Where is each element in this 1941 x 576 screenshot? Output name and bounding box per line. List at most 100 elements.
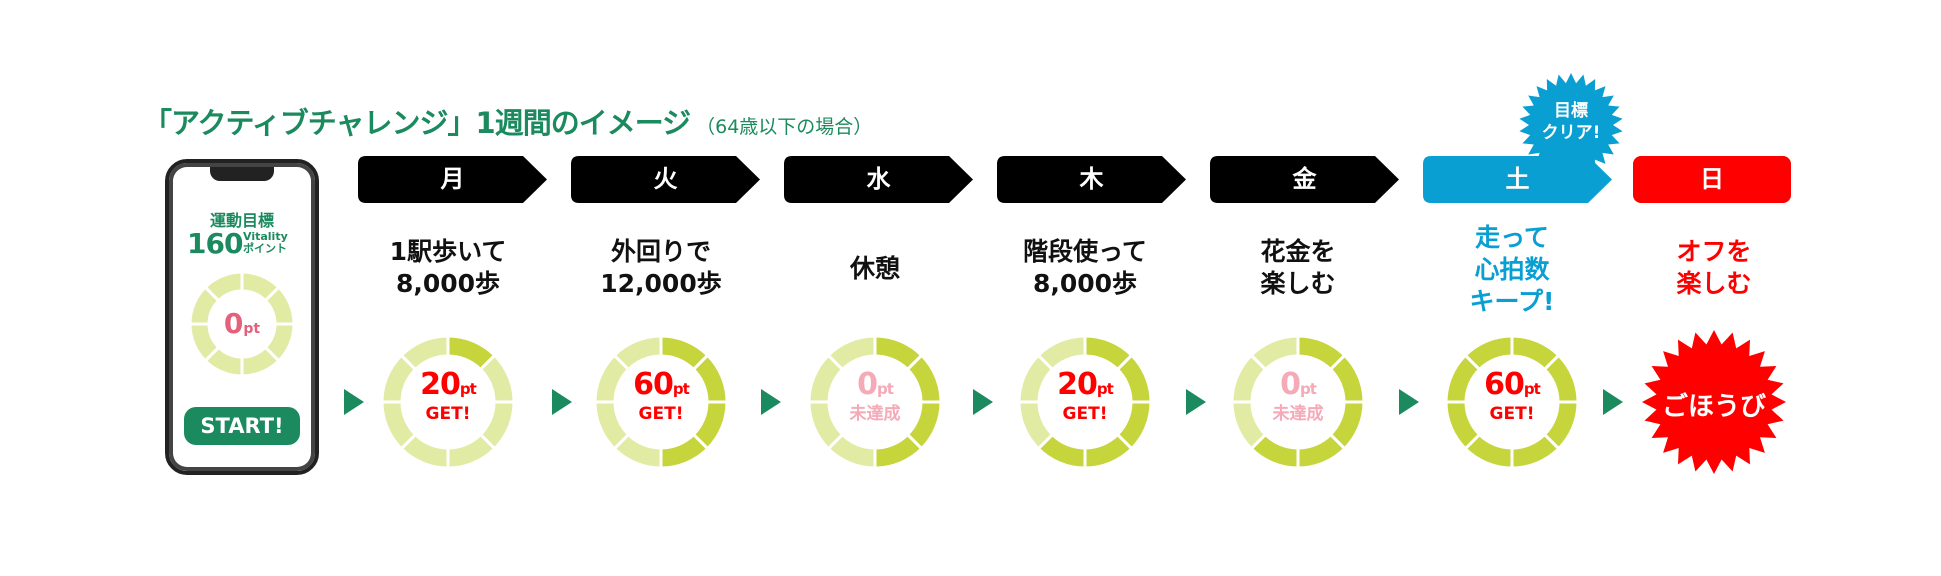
ring-segment-empty xyxy=(446,432,497,470)
ring-segment-empty xyxy=(1036,334,1087,372)
activity-line: 走って xyxy=(1475,223,1549,252)
day-header-1: 火 xyxy=(571,156,760,203)
flow-arrow-icon xyxy=(1399,389,1419,415)
phone-points-unit: pt xyxy=(243,321,261,337)
points-status: GET! xyxy=(638,404,684,424)
day-progress-ring xyxy=(593,334,729,470)
badge-line1: 目標 xyxy=(1554,101,1588,121)
day-header-2: 水 xyxy=(784,156,973,203)
day-header-shape xyxy=(358,156,547,203)
day-label: 木 xyxy=(1079,165,1104,193)
points-unit: pt xyxy=(1523,380,1541,398)
activity-line: 心拍数 xyxy=(1474,255,1550,284)
day-progress-ring xyxy=(380,334,516,470)
ring-segment-empty xyxy=(399,334,450,372)
points-unit: pt xyxy=(876,380,894,398)
badge-line2: クリア! xyxy=(1541,123,1601,143)
day-label: 土 xyxy=(1505,165,1530,193)
ring-segment-filled xyxy=(873,432,924,470)
ring-segment-filled xyxy=(659,432,710,470)
points-unit: pt xyxy=(672,380,690,398)
reward-label: ごほうび xyxy=(1661,392,1766,422)
goal-value: 160 xyxy=(187,227,243,260)
day-label: 月 xyxy=(440,165,465,193)
day-activity: 外回りで 12,000歩 xyxy=(566,236,756,300)
points-unit: pt xyxy=(459,380,477,398)
day-points: 0pt 未達成 xyxy=(1228,367,1368,425)
activity-line: 楽しむ xyxy=(1260,269,1336,298)
activity-line: 12,000歩 xyxy=(600,269,722,298)
activity-line: オフを xyxy=(1676,237,1752,266)
day-progress-ring xyxy=(1230,334,1366,470)
ring-segment-empty xyxy=(1249,334,1300,372)
goal-clear-badge xyxy=(1519,73,1623,177)
goal-unit-points: ポイント xyxy=(243,242,287,255)
start-button[interactable]: START! xyxy=(184,407,300,445)
activity-line: 8,000歩 xyxy=(395,269,501,298)
phone-points: 0pt xyxy=(187,307,297,340)
day-activity: 花金を楽しむ xyxy=(1203,236,1393,300)
points-unit: pt xyxy=(1299,380,1317,398)
goal-clear-text: 目標クリア! xyxy=(1518,100,1624,144)
title-note: （64歳以下の場合） xyxy=(696,116,873,138)
title-main: 「アクティブチャレンジ」1週間のイメージ xyxy=(143,106,691,140)
ring-segment-empty xyxy=(203,270,244,303)
points-status: GET! xyxy=(1489,404,1535,424)
reward-starburst-shape xyxy=(1642,330,1786,474)
activity-line: 花金を xyxy=(1260,237,1336,266)
flow-arrow-icon xyxy=(552,389,572,415)
day-label: 水 xyxy=(866,165,891,193)
points-status: 未達成 xyxy=(1272,404,1324,424)
activity-line: 外回りで xyxy=(610,237,711,266)
points-value: 60 xyxy=(633,367,674,402)
points-value: 60 xyxy=(1484,367,1525,402)
points-status: 未達成 xyxy=(849,404,901,424)
day-activity: 1駅歩いて 8,000歩 xyxy=(353,236,543,300)
day-activity: オフを楽しむ xyxy=(1619,236,1809,300)
flow-arrow-icon xyxy=(1186,389,1206,415)
day-progress-ring xyxy=(1444,334,1580,470)
reward-starburst xyxy=(1642,330,1786,474)
flow-arrow-icon xyxy=(761,389,781,415)
activity-line: 1駅歩いて xyxy=(389,237,507,266)
phone-progress-ring xyxy=(188,270,296,378)
points-status: GET! xyxy=(425,404,471,424)
phone-points-value: 0 xyxy=(223,307,244,340)
ring-segment-filled xyxy=(1083,432,1134,470)
activity-line: 8,000歩 xyxy=(1032,269,1138,298)
points-value: 0 xyxy=(1280,367,1301,402)
points-value: 20 xyxy=(1057,367,1098,402)
day-label: 火 xyxy=(653,165,678,193)
activity-line: 休憩 xyxy=(849,254,900,283)
day-header-shape xyxy=(571,156,760,203)
points-unit: pt xyxy=(1096,380,1114,398)
ring-segment-filled xyxy=(1296,432,1347,470)
flow-arrow-icon xyxy=(344,389,364,415)
points-value: 0 xyxy=(857,367,878,402)
day-progress-ring xyxy=(1017,334,1153,470)
activity-line: 楽しむ xyxy=(1676,269,1752,298)
day-activity: 休憩 xyxy=(780,253,970,285)
page-title: 「アクティブチャレンジ」1週間のイメージ（64歳以下の場合） xyxy=(143,100,872,142)
flow-arrow-icon xyxy=(973,389,993,415)
day-header-shape xyxy=(1210,156,1399,203)
activity-line: 階段使って xyxy=(1023,237,1147,266)
day-header-6: 日 xyxy=(1633,156,1791,203)
points-value: 20 xyxy=(420,367,461,402)
day-activity: 階段使って 8,000歩 xyxy=(990,236,1180,300)
day-header-shape xyxy=(1633,156,1791,203)
ring-segment-empty xyxy=(826,334,877,372)
day-label: 日 xyxy=(1700,165,1724,193)
day-points: 0pt 未達成 xyxy=(805,367,945,425)
ring-segment-empty xyxy=(612,334,663,372)
ring-segment-filled xyxy=(1463,334,1514,372)
day-header-4: 金 xyxy=(1210,156,1399,203)
day-header-shape xyxy=(784,156,973,203)
